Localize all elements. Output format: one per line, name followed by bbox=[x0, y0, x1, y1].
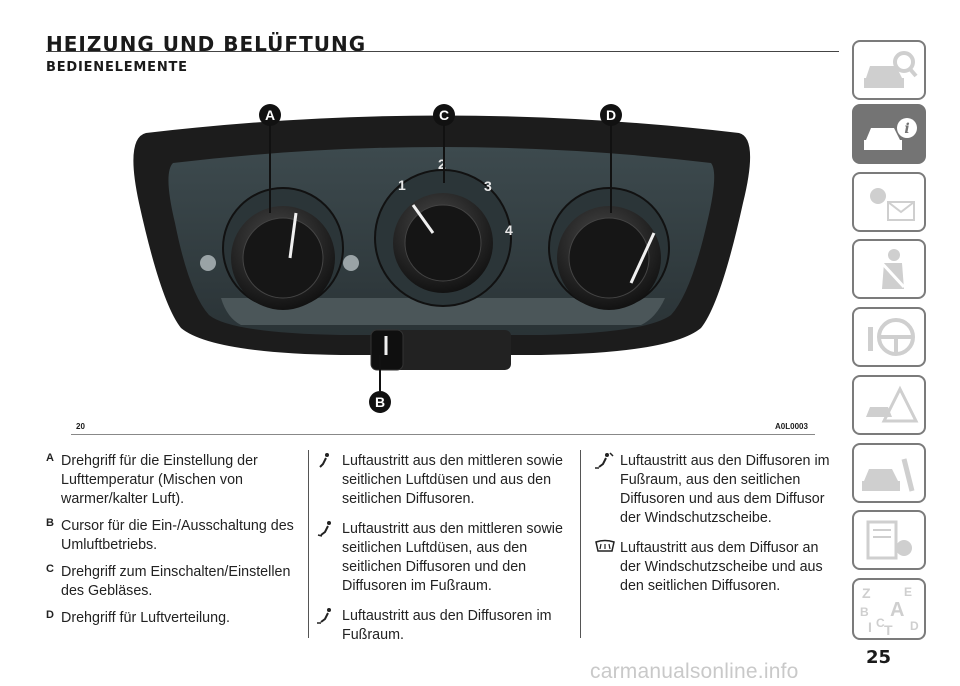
index-letter: I bbox=[868, 619, 872, 635]
tab-car-info[interactable]: i bbox=[852, 104, 926, 164]
mode-column: Luftaustritt aus den mittleren sowie sei… bbox=[316, 452, 571, 656]
page-subtitle: BEDIENELEMENTE bbox=[46, 60, 188, 75]
legend-item: C Drehgriff zum Einschalten/Einstellen d… bbox=[46, 563, 301, 601]
light-message-icon bbox=[870, 188, 915, 221]
watermark: carmanualsonline.info bbox=[590, 660, 799, 683]
mode-item: Luftaustritt aus den Diffusoren im Fußra… bbox=[316, 607, 571, 645]
legend-letter: A bbox=[46, 452, 54, 464]
legend-item: D Drehgriff für Luftverteilung. bbox=[46, 609, 301, 628]
knob-c-number: 3 bbox=[484, 178, 492, 194]
index-letter: A bbox=[890, 599, 904, 621]
tab-emergency[interactable] bbox=[852, 375, 926, 435]
legend-item: B Cursor für die Ein-/Ausschaltung des U… bbox=[46, 517, 301, 555]
index-letter: T bbox=[884, 622, 893, 638]
windscreen-defrost-icon bbox=[595, 539, 615, 552]
legend-item: A Drehgriff für die Einstellung der Luft… bbox=[46, 452, 301, 509]
index-letter: B bbox=[860, 605, 869, 619]
page-number: 25 bbox=[866, 647, 892, 668]
face-feet-vent-icon bbox=[317, 521, 331, 537]
warning-triangle-icon bbox=[866, 385, 919, 423]
mode-text: Luftaustritt aus den mittleren sowie sei… bbox=[342, 453, 563, 507]
car-wrench-icon bbox=[862, 458, 915, 492]
tab-starting-driving[interactable] bbox=[852, 307, 926, 367]
tab-maintenance[interactable] bbox=[852, 443, 926, 503]
mode-column: Luftaustritt aus den Diffusoren im Fußra… bbox=[594, 452, 839, 607]
legend-letter: C bbox=[46, 563, 54, 575]
callout-label: C bbox=[439, 107, 449, 123]
climate-panel-figure: 1 2 3 4 A C D B bbox=[133, 104, 751, 413]
index-letter: D bbox=[910, 619, 919, 633]
document-gear-icon bbox=[866, 520, 912, 560]
mode-item: Luftaustritt aus dem Diffusor an der Win… bbox=[594, 539, 839, 596]
mode-text: Luftaustritt aus den Diffusoren im Fußra… bbox=[620, 453, 830, 526]
index-letter: C bbox=[876, 616, 885, 630]
tab-dashboard-knowledge[interactable] bbox=[852, 40, 926, 100]
svg-text:i: i bbox=[904, 121, 909, 137]
knob-c-number: 4 bbox=[505, 222, 513, 238]
feet-windscreen-vent-icon bbox=[595, 452, 614, 469]
face-vent-icon bbox=[319, 453, 329, 468]
mode-item: Luftaustritt aus den mittleren sowie sei… bbox=[316, 520, 571, 596]
figure-code: A0L0003 bbox=[775, 422, 808, 431]
tab-technical-data[interactable] bbox=[852, 510, 926, 570]
index-letter: Z bbox=[862, 585, 871, 601]
knob-c-number: 1 bbox=[398, 177, 406, 193]
column-separator bbox=[580, 450, 581, 638]
column-separator bbox=[308, 450, 309, 638]
car-info-icon: i bbox=[864, 118, 917, 150]
tab-index[interactable]: Z E B A I C T D bbox=[852, 578, 926, 640]
callout-label: D bbox=[606, 107, 616, 123]
feet-vent-icon bbox=[317, 608, 331, 624]
mode-item: Luftaustritt aus den mittleren sowie sei… bbox=[316, 452, 571, 509]
mode-text: Luftaustritt aus den Diffusoren im Fußra… bbox=[342, 608, 552, 643]
car-search-icon bbox=[864, 51, 918, 88]
callout-label: B bbox=[375, 394, 385, 410]
legend-letter: B bbox=[46, 517, 54, 529]
page-title: HEIZUNG UND BELÜFTUNG bbox=[46, 32, 367, 56]
legend-text: Drehgriff zum Einschalten/Einstellen des… bbox=[61, 564, 291, 599]
tab-warning-lights[interactable] bbox=[852, 172, 926, 232]
callout-label: A bbox=[265, 107, 275, 123]
mode-text: Luftaustritt aus dem Diffusor an der Win… bbox=[620, 540, 823, 594]
index-letters-icon: Z E B A I C T D bbox=[860, 585, 919, 638]
legend-column: A Drehgriff für die Einstellung der Luft… bbox=[46, 452, 301, 636]
title-rule bbox=[46, 51, 839, 52]
legend-text: Cursor für die Ein-/Ausschaltung des Uml… bbox=[61, 518, 294, 553]
figure-rule bbox=[71, 434, 815, 435]
tab-safety[interactable] bbox=[852, 239, 926, 299]
legend-text: Drehgriff für Luftverteilung. bbox=[61, 610, 231, 626]
index-letter: E bbox=[904, 585, 912, 599]
knob-c-number: 2 bbox=[438, 156, 446, 172]
mode-item: Luftaustritt aus den Diffusoren im Fußra… bbox=[594, 452, 839, 528]
steering-wheel-icon bbox=[868, 318, 915, 356]
legend-text: Drehgriff für die Einstellung der Luftte… bbox=[61, 453, 258, 507]
legend-letter: D bbox=[46, 609, 54, 621]
seatbelt-person-icon bbox=[878, 249, 906, 289]
mode-text: Luftaustritt aus den mittleren sowie sei… bbox=[342, 521, 563, 594]
figure-page-ref: 20 bbox=[76, 422, 85, 431]
